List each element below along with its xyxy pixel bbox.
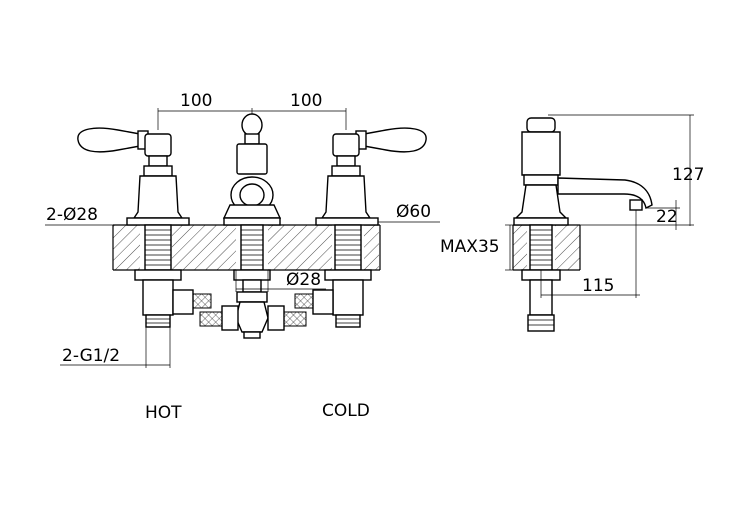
dim-plate-dia: Ø60 [396,202,431,222]
spout-shank-thread [241,229,263,266]
front-view: 100 100 2-Ø28 Ø60 Ø28 2-G1/2 HOT COL [45,91,440,423]
hot-valve [77,127,190,328]
side-valve-body [513,117,653,332]
dimension-thread: 2-G1/2 [60,327,171,368]
dim-spout-height: 22 [656,207,678,227]
dimension-hole-dia: 2-Ø28 [45,205,140,226]
label-hot: HOT [145,403,182,423]
dimension-max-deck: MAX35 [440,224,513,271]
dim-reach: 115 [582,276,614,296]
dim-left-spacing: 100 [180,91,212,111]
dimension-height: 127 [548,114,704,226]
dimension-plate-dia: Ø60 [378,202,440,223]
cold-shank-thread [335,229,361,266]
dim-center-hole: Ø28 [286,270,321,290]
dimension-reach: 115 [540,210,640,298]
connecting-hoses [172,289,334,331]
side-shank-thread [530,229,552,266]
dim-height: 127 [672,165,704,185]
dim-thread: 2-G1/2 [62,346,120,366]
cold-valve [315,127,427,328]
label-cold: COLD [322,401,370,421]
side-view: 127 22 MAX35 115 [440,114,704,332]
hot-shank-thread [145,229,171,266]
dim-hole-dia: 2-Ø28 [46,205,98,225]
dimension-center-hole: Ø28 [235,270,326,292]
dim-right-spacing: 100 [290,91,322,111]
dimension-spacing: 100 100 [157,91,347,130]
dim-max-deck: MAX35 [440,237,500,257]
dimension-spout-height: 22 [646,200,680,230]
center-spout [222,113,282,339]
